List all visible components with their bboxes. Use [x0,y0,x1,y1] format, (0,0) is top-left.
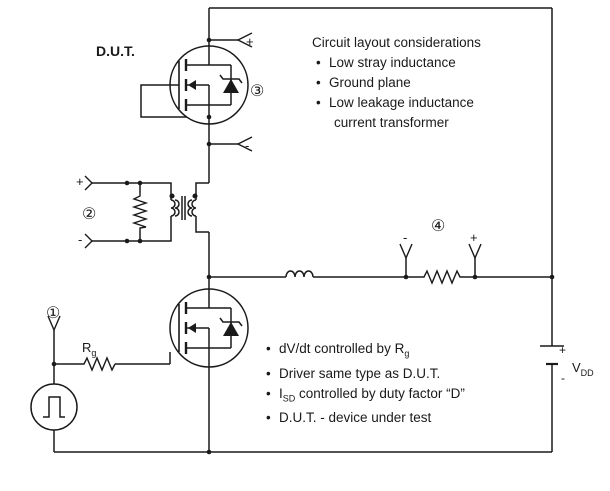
vdd-supply-symbol [540,345,564,366]
shunt-resistor-symbol [420,269,462,285]
marker-one: ① [46,305,60,322]
driver-note-item: D.U.T. - device under test [262,408,465,428]
current-transformer-symbol [169,193,198,220]
driver-note-item: ISD controlled by duty factor “D” [262,384,465,409]
driver-note-item: Driver same type as D.U.T. [262,364,465,384]
dut-label: D.U.T. [96,43,135,59]
layout-notes: Circuit layout considerations Low stray … [312,33,481,133]
junction-dots [51,37,555,455]
dut-mosfet-symbol [168,43,250,127]
terminal-plus-left [84,175,93,191]
plus-top-label: + [246,34,254,49]
minus-left-label: - [78,232,82,247]
layout-notes-heading: Circuit layout considerations [312,35,481,50]
layout-note-item: Low leakage inductance [312,93,481,113]
terminal-minus-top [236,136,253,152]
gate-resistor-symbol [80,356,116,372]
supply-minus-label: - [561,371,565,385]
plus-left-label: + [76,174,84,189]
layout-note-item: Low stray inductance [312,53,481,73]
pulse-generator-symbol [30,383,78,431]
driver-mosfet-symbol [168,286,250,370]
plus-right-label: + [470,230,478,245]
terminal-minus-left [84,233,93,249]
layout-note-continuation: current transformer [334,115,449,130]
vdd-label: VDD [572,360,594,378]
minus-top-label: - [245,138,249,153]
probe-minus-4 [399,243,413,259]
layout-note-item: Ground plane [312,73,481,93]
gate-resistor-label: Rg [82,340,96,358]
driver-note-item: dV/dt controlled by Rg [262,339,465,364]
terminal-plus-top [236,32,253,48]
marker-four: ④ [431,218,445,235]
marker-two: ② [82,206,96,223]
supply-plus-label: + [559,343,566,357]
marker-three: ③ [250,83,264,100]
probe-plus-4 [468,243,482,259]
stray-inductor-symbol [285,270,316,278]
driver-notes: dV/dt controlled by Rg Driver same type … [262,339,465,428]
burden-resistor-symbol [131,193,149,231]
minus-right-label: - [403,230,407,245]
